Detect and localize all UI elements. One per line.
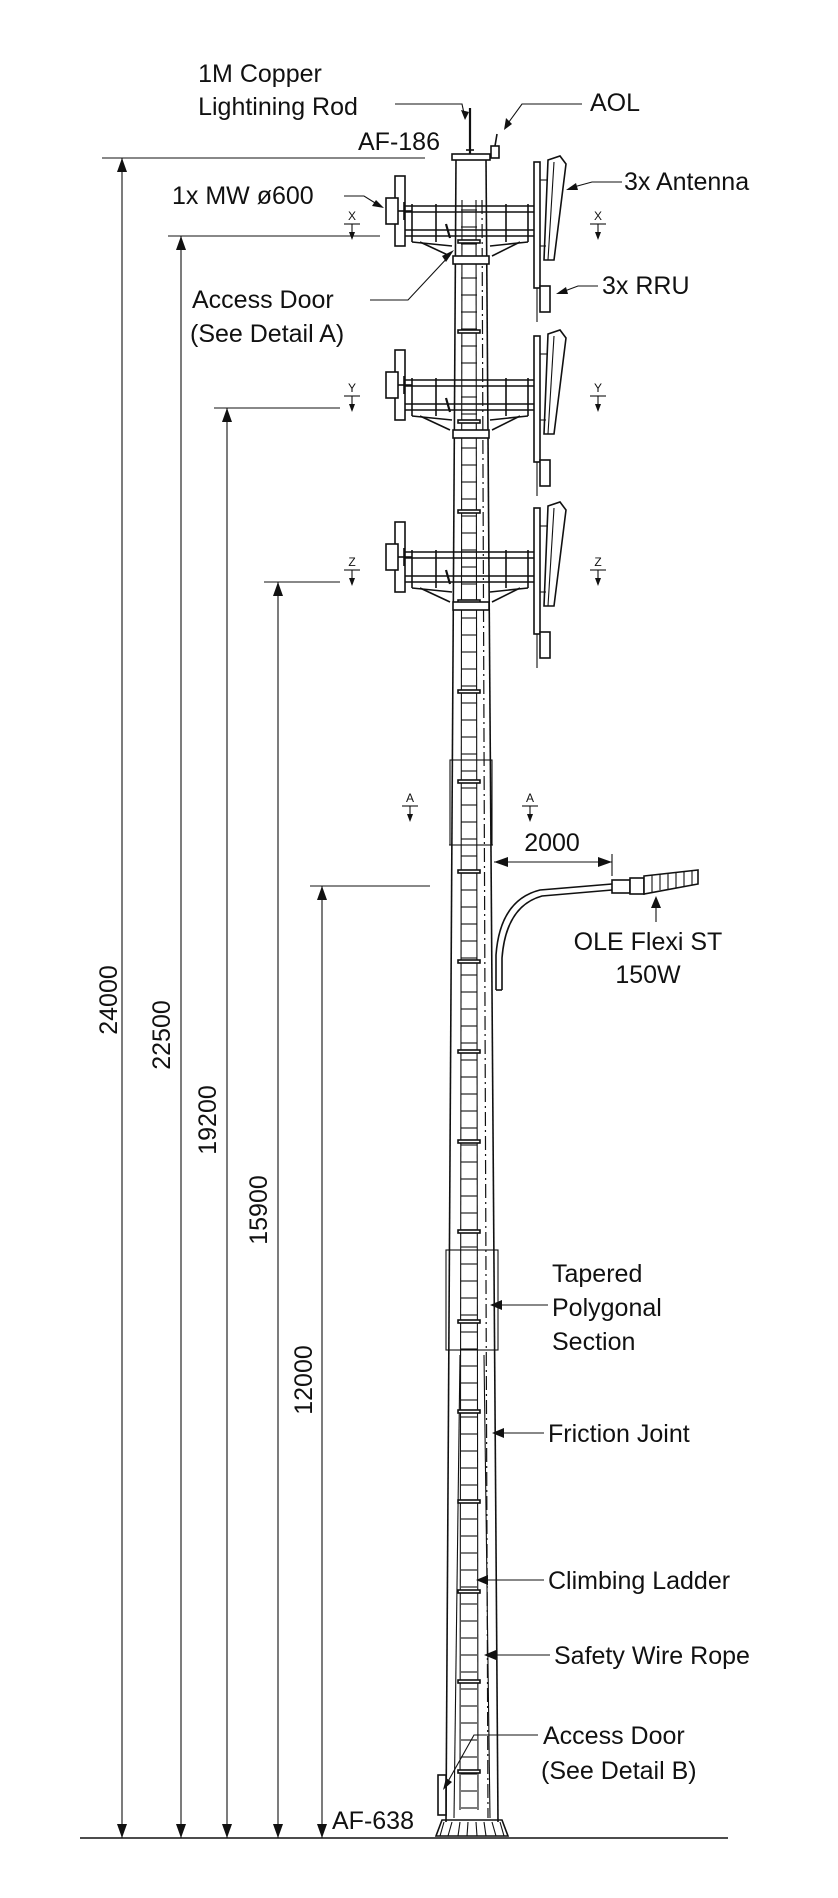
section-marker-y-left-letter: Y: [348, 381, 356, 395]
section-marker-z-left-letter: Z: [348, 555, 355, 569]
dim-label-22500: 22500: [148, 1000, 176, 1070]
copper-rod-label-line2: Lightining Rod: [198, 93, 358, 121]
mw-dish-label: 1x MW ø600: [172, 182, 314, 210]
section-marker-z-left: Z: [344, 555, 360, 586]
dimension-15900: [264, 581, 340, 1838]
climbing-ladder: [457, 199, 481, 1811]
dim-label-12000: 12000: [290, 1345, 318, 1415]
aol-light: [490, 133, 500, 159]
section-marker-a-right-letter: A: [526, 791, 534, 805]
dim-label-2000: 2000: [524, 829, 580, 857]
safety-wire-label: Safety Wire Rope: [554, 1642, 750, 1670]
lightning-rod: [466, 108, 474, 158]
section-marker-y-left: Y: [344, 381, 360, 412]
dimension-2000: [494, 854, 613, 876]
dim-label-24000: 24000: [95, 965, 123, 1035]
dimension-12000: [310, 885, 430, 1838]
section-marker-z-right: Z: [590, 555, 606, 586]
antenna-label: 3x Antenna: [624, 168, 749, 196]
ole-flexi-lamp: [611, 869, 699, 895]
base-plate: [434, 1819, 510, 1837]
section-marker-x-left-letter: X: [348, 209, 356, 223]
tapered-label-line2: Polygonal: [552, 1294, 662, 1322]
af-top-label: AF-186: [358, 128, 440, 156]
access-door-b-label-line1: Access Door: [543, 1722, 685, 1750]
af-bottom-label: AF-638: [332, 1807, 414, 1835]
platform-x: [385, 155, 567, 322]
section-marker-a-left-letter: A: [406, 791, 414, 805]
section-marker-y-right-letter: Y: [594, 381, 602, 395]
dimension-22500: [168, 235, 380, 1838]
tower-shaft: [445, 157, 499, 1823]
ole-lamp-arm: [495, 883, 613, 991]
top-cap: [451, 153, 491, 161]
dimension-19200: [214, 407, 340, 1838]
section-marker-x-right-letter: X: [594, 209, 602, 223]
tapered-label-line3: Section: [552, 1328, 635, 1356]
platform-y: [385, 329, 567, 496]
rru-label: 3x RRU: [602, 272, 690, 300]
section-marker-x-right: X: [590, 209, 606, 240]
friction-joint-label: Friction Joint: [548, 1420, 690, 1448]
access-door-a-label-line1: Access Door: [192, 286, 334, 314]
access-door-a-label-line2: (See Detail A): [190, 320, 344, 348]
platform-z: [385, 501, 567, 668]
section-marker-y-right: Y: [590, 381, 606, 412]
ole-label-line2: 150W: [615, 961, 681, 989]
section-marker-a-right: A: [522, 791, 538, 822]
tapered-label-line1: Tapered: [552, 1260, 642, 1288]
dimension-24000: [102, 157, 425, 1838]
safety-wire-rope-line: [481, 199, 489, 1819]
leader-lines: [344, 103, 661, 1790]
section-marker-z-right-letter: Z: [594, 555, 601, 569]
climbing-ladder-label: Climbing Ladder: [548, 1567, 730, 1595]
access-door-b: [437, 1774, 447, 1816]
access-door-b-label-line2: (See Detail B): [541, 1757, 697, 1785]
dim-label-15900: 15900: [245, 1175, 273, 1245]
ole-label-line1: OLE Flexi ST: [574, 928, 723, 956]
copper-rod-label-line1: 1M Copper: [198, 60, 322, 88]
aol-label: AOL: [590, 89, 640, 117]
section-marker-x-left: X: [344, 209, 360, 240]
dim-label-19200: 19200: [194, 1085, 222, 1155]
section-marker-a-left: A: [402, 791, 418, 822]
